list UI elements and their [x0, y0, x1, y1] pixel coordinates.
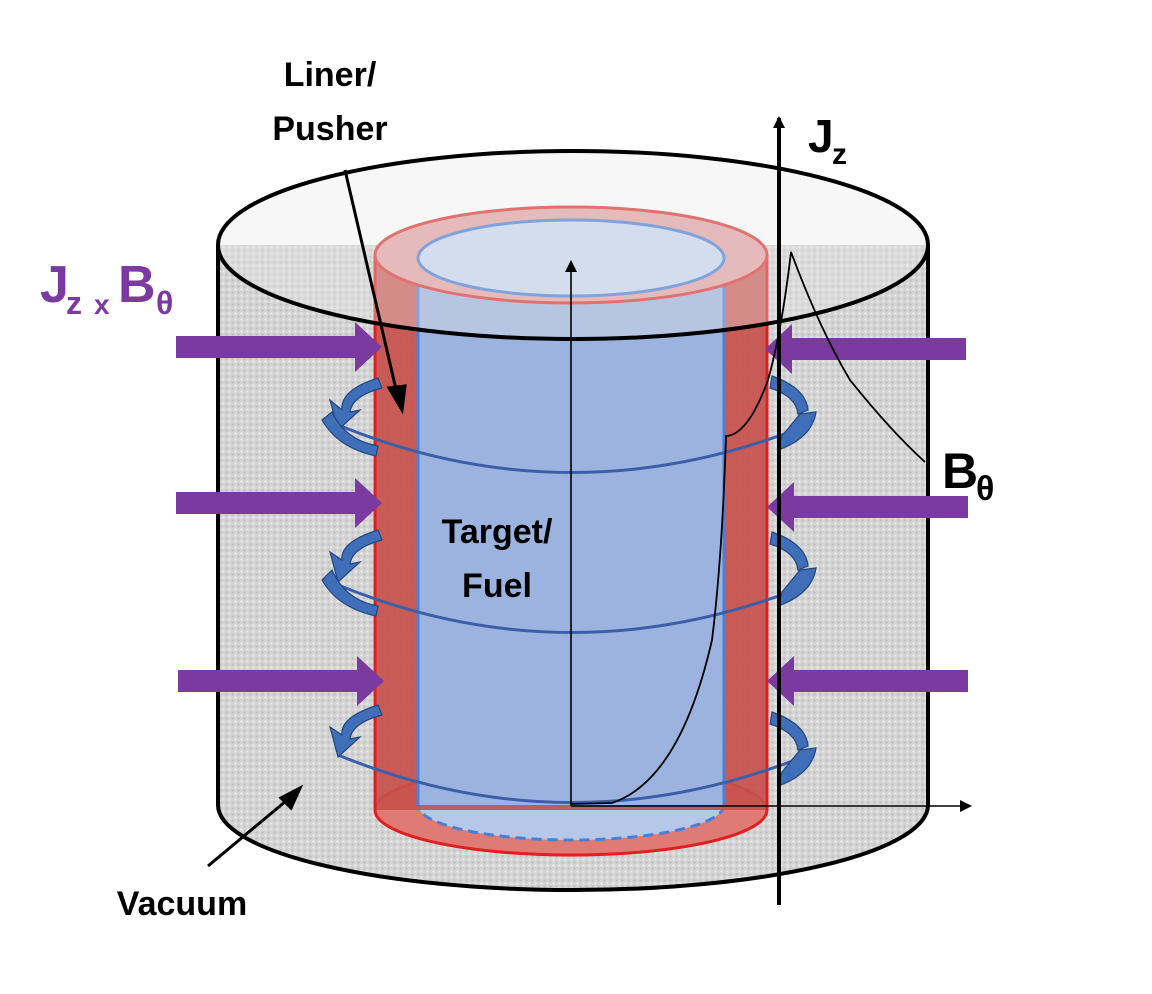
jz-btheta-profile-curve [570, 251, 926, 805]
force-label-x: x [94, 289, 110, 320]
jz-label-sub: z [832, 138, 847, 171]
liner-label-line2: Pusher [272, 110, 387, 148]
force-label-j-sub: z [66, 285, 82, 321]
force-arrows [176, 322, 968, 706]
force-label-b: B [118, 256, 156, 314]
force-label-j: J [40, 256, 69, 314]
right-arrow-icon [178, 656, 384, 706]
btheta-label-sub: θ [976, 470, 994, 508]
vacuum-top [216, 149, 930, 341]
left-arrow-icon [767, 656, 968, 706]
target-label-line1: Target/ [442, 513, 553, 551]
btheta-label-main: B [942, 443, 978, 499]
left-arrow-icon [767, 482, 968, 532]
profile-axes [565, 260, 972, 812]
curved-arrow-icon [321, 411, 379, 457]
curved-arrow-icon [328, 377, 383, 432]
curved-arrow-icon [329, 704, 383, 759]
right-arrow-icon [176, 322, 382, 372]
curved-arrow-icon [329, 529, 383, 584]
pointer-arrows [207, 169, 407, 868]
target-label-line2: Fuel [462, 567, 532, 605]
right-arrow-icon [176, 478, 382, 528]
left-arrow-icon [765, 324, 966, 374]
liner-label-line1: Liner/ [284, 56, 377, 94]
jz-label-main: J [808, 110, 834, 162]
btheta-label: B θ [942, 443, 994, 508]
curved-arrow-icon [321, 568, 379, 617]
jz-label: J z [808, 110, 847, 171]
force-label-b-sub: θ [156, 285, 173, 321]
force-label: J z x B θ [40, 256, 173, 321]
vacuum-label: Vacuum [117, 885, 247, 923]
btheta-loops [337, 423, 809, 804]
